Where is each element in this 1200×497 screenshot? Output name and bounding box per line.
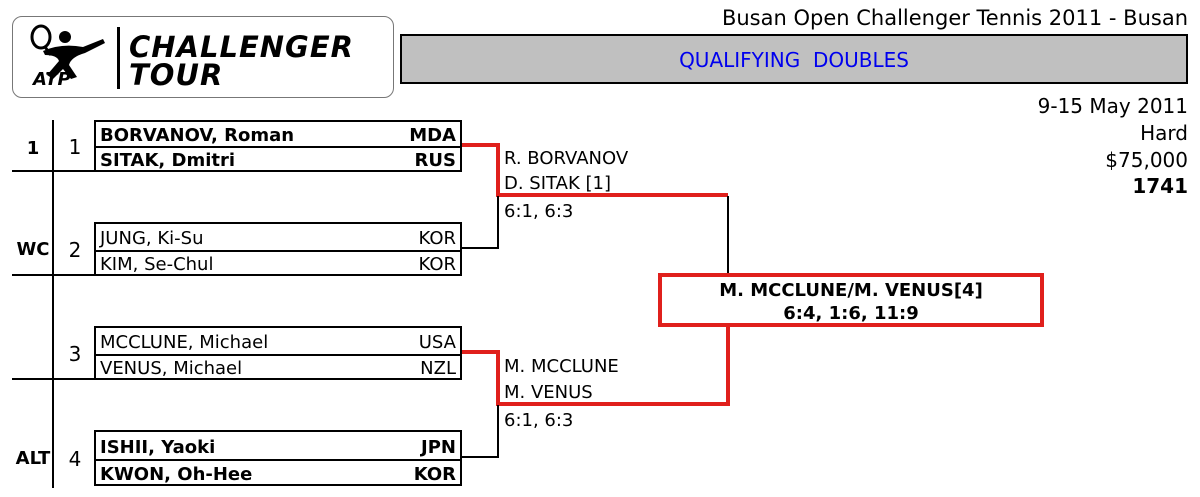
- player-name: BORVANOV, Roman: [100, 125, 295, 146]
- tournament-prize: $75,000: [1105, 148, 1188, 172]
- atp-logo-text: ATP: [33, 69, 71, 90]
- round2-team-line2: M. VENUS: [504, 382, 593, 403]
- final-winner: M. MCCLUNE/M. VENUS[4]: [719, 280, 983, 301]
- player-name: JUNG, Ki-Su: [100, 228, 204, 249]
- team-divider: [96, 146, 460, 148]
- bracket-line: [462, 247, 499, 249]
- player-name: KWON, Oh-Hee: [100, 464, 253, 485]
- player-nationality: MDA: [409, 125, 456, 146]
- player-name: ISHII, Yaoki: [100, 437, 216, 458]
- team-box-3: MCCLUNE, Michael USA VENUS, Michael NZL: [94, 326, 462, 380]
- player-nationality: KOR: [413, 464, 456, 485]
- tournament-dates: 9-15 May 2011: [1037, 94, 1188, 118]
- team-divider: [96, 459, 460, 461]
- team-box-2: JUNG, Ki-Su KOR KIM, Se-Chul KOR: [94, 222, 462, 276]
- seed-label: WC: [16, 239, 50, 260]
- round2-team-line1: M. MCCLUNE: [504, 356, 619, 377]
- player-nationality: USA: [418, 332, 456, 353]
- player-name: KIM, Se-Chul: [100, 254, 214, 275]
- player-nationality: KOR: [418, 228, 457, 249]
- player-nationality: NZL: [420, 358, 456, 379]
- winner-path: [496, 193, 728, 197]
- winner-path: [496, 350, 500, 406]
- logo-divider: [117, 27, 120, 89]
- team-divider: [96, 250, 460, 252]
- bracket-line: [727, 196, 729, 274]
- draw-number: 3: [68, 342, 82, 366]
- player-name: VENUS, Michael: [100, 358, 243, 379]
- winner-path: [462, 350, 500, 354]
- event-title-bar: QUALIFYING DOUBLES: [400, 34, 1188, 84]
- bracket-line: [497, 196, 499, 248]
- tournament-points: 1741: [1132, 174, 1188, 198]
- winner-path: [726, 326, 730, 406]
- tournament-title: Busan Open Challenger Tennis 2011 - Busa…: [721, 6, 1188, 30]
- logo-challenger-text: CHALLENGER: [129, 30, 354, 64]
- tournament-surface: Hard: [1140, 121, 1188, 145]
- logo-tour-text: TOUR: [129, 58, 224, 92]
- seed-column-divider: [52, 120, 54, 488]
- player-nationality: RUS: [414, 150, 456, 171]
- event-title: QUALIFYING DOUBLES: [679, 48, 909, 72]
- winner-path: [462, 143, 500, 147]
- player-name: MCCLUNE, Michael: [100, 332, 269, 353]
- round2-team-line2: D. SITAK [1]: [504, 173, 611, 194]
- winner-path: [496, 143, 500, 197]
- player-nationality: JPN: [421, 437, 456, 458]
- atp-challenger-tour-logo: ATP CHALLENGER TOUR: [12, 16, 394, 98]
- bracket-line: [462, 456, 499, 458]
- team-divider: [96, 354, 460, 356]
- player-name: SITAK, Dmitri: [100, 150, 236, 171]
- round2-score: 6:1, 6:3: [504, 201, 574, 222]
- seed-label: 1: [26, 138, 40, 159]
- final-score: 6:4, 1:6, 11:9: [783, 303, 919, 324]
- final-winner-box: M. MCCLUNE/M. VENUS[4] 6:4, 1:6, 11:9: [658, 273, 1044, 327]
- seed-label: ALT: [15, 448, 51, 469]
- draw-number: 2: [68, 238, 82, 262]
- round2-score: 6:1, 6:3: [504, 410, 574, 431]
- bracket-line: [497, 405, 499, 457]
- player-nationality: KOR: [418, 254, 457, 275]
- tennis-player-icon: [30, 24, 105, 79]
- team-box-4: ISHII, Yaoki JPN KWON, Oh-Hee KOR: [94, 430, 462, 486]
- draw-number: 4: [68, 447, 82, 471]
- team-box-1: BORVANOV, Roman MDA SITAK, Dmitri RUS: [94, 120, 462, 172]
- winner-path: [496, 402, 730, 406]
- draw-number: 1: [68, 135, 82, 159]
- round2-team-line1: R. BORVANOV: [504, 148, 629, 169]
